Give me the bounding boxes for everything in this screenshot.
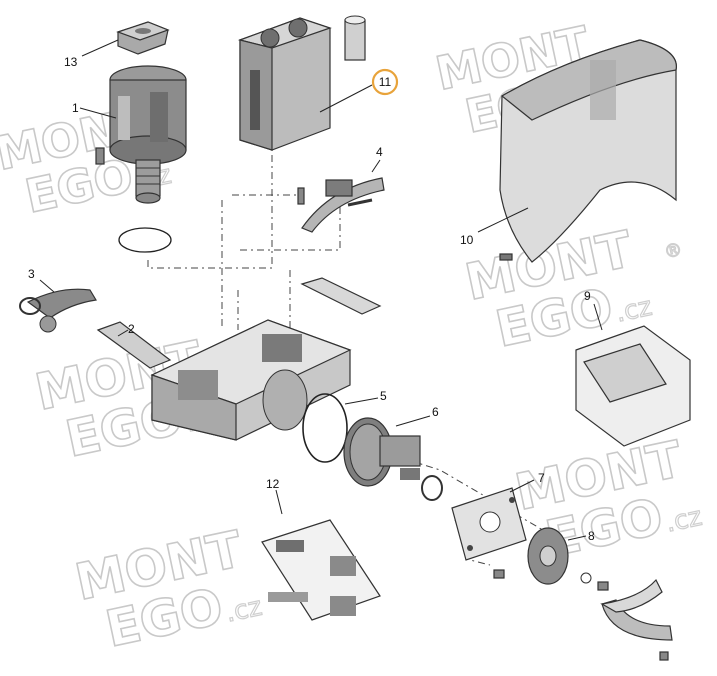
callout-8: 8 [588,529,595,543]
callout-9: 9 [584,289,591,303]
callout-7: 7 [538,471,545,485]
part-1-motor: 1 [72,65,187,253]
part-9-bracket: 9 [575,289,691,447]
part-4-limit-switch: 4 [297,145,385,233]
base-housing [150,319,352,441]
callout-11: 11 [379,75,392,89]
callout-13: 13 [64,55,78,69]
callout-4: 4 [376,145,383,159]
part-7-flange: 7 [451,471,545,561]
part-10-cover: 10 [460,39,677,263]
callout-6: 6 [432,405,439,419]
watermark-text-suffix: .cz [663,502,705,539]
part-12-board: 12 [261,477,381,621]
motor-o-ring [118,227,172,253]
callout-5: 5 [380,389,387,403]
watermark-registered: ® [662,239,684,263]
part-2-gasket: 2 [96,277,382,369]
part-13-cap: 13 [64,21,170,69]
part-5-o-ring: 5 [302,389,387,463]
callout-2: 2 [128,322,135,336]
callout-10: 10 [460,233,474,247]
callout-11-highlight-ring [371,68,399,96]
part-6-gear-shaft: 6 [343,405,443,501]
watermark-text-suffix: .cz [613,292,655,329]
callout-3: 3 [28,267,35,281]
callout-1: 1 [72,101,79,115]
part-11-control-box: 11 [237,15,399,151]
capacitor [344,19,366,61]
callout-12: 12 [266,477,280,491]
part-8-pinion: 8 [493,527,609,591]
pinion-guard [600,578,673,661]
part-3-release-lever: 3 [19,267,97,333]
watermark-text-suffix: .cz [223,592,265,629]
